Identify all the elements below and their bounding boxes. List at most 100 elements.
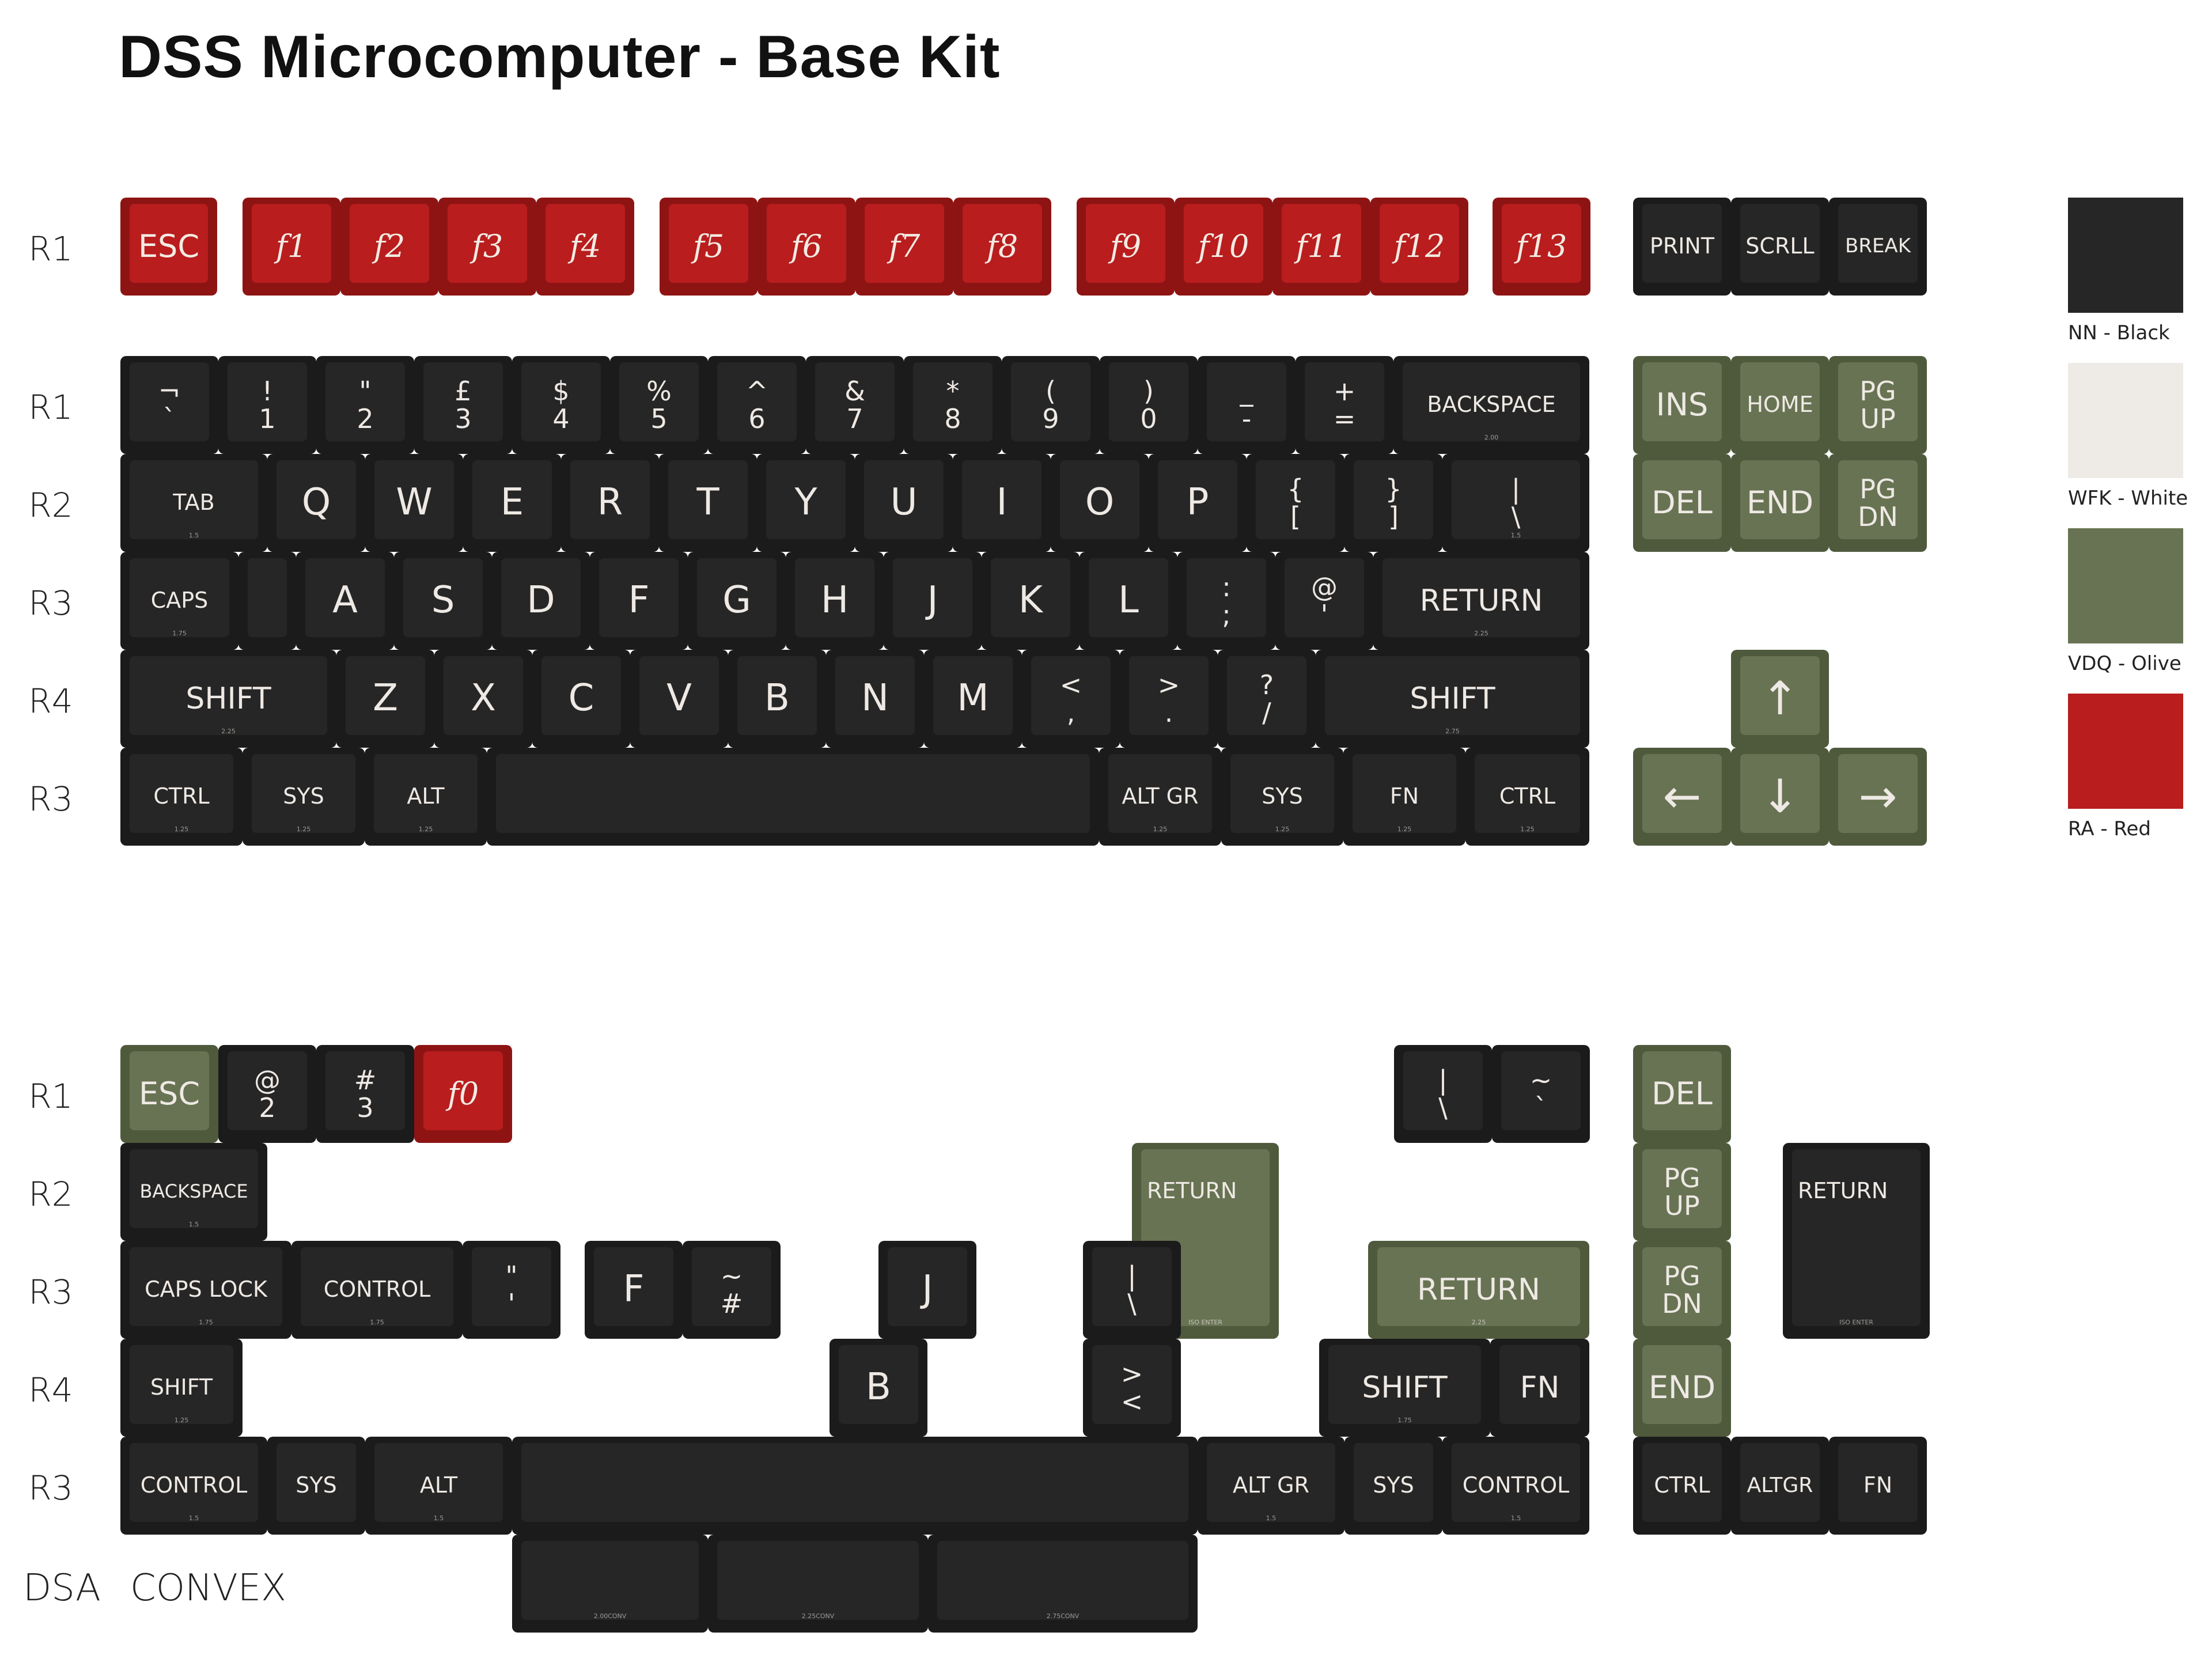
keycap-legend: >< — [1083, 1339, 1181, 1437]
legend-line: N — [861, 677, 889, 720]
legend-line: C — [568, 677, 594, 720]
keycap-f10: f10 — [1175, 198, 1272, 296]
legend-line: { — [1287, 473, 1304, 505]
legend-line: ; — [1222, 599, 1231, 630]
legend-line: > — [1120, 1358, 1143, 1389]
keycap-r: R — [561, 454, 659, 552]
legend-line: CTRL — [153, 783, 210, 809]
keycap-top — [1285, 558, 1364, 637]
keycap-top — [423, 1051, 503, 1130]
keycap-5: %5 — [610, 356, 708, 454]
legend-line: ESC — [138, 228, 200, 264]
keycap-top — [1060, 460, 1139, 539]
legend-line: O — [1085, 481, 1115, 524]
keycap-legend: FN — [1829, 1437, 1927, 1535]
keycap-top — [1838, 362, 1918, 441]
profile-label: DSA — [23, 1567, 101, 1610]
keycap-blank: 2.75CONV — [928, 1535, 1198, 1633]
keycap-d: D — [492, 552, 590, 650]
legend-line: ~ — [720, 1260, 743, 1292]
keycap-altgr: ALTGR — [1731, 1437, 1829, 1535]
keycap-legend: P — [1149, 454, 1247, 552]
keycap-top — [1642, 1443, 1722, 1522]
keycap-9: (9 — [1002, 356, 1100, 454]
legend-line: . — [1164, 697, 1173, 728]
keycap-ctrl: CTRL — [1633, 1437, 1731, 1535]
keycap-top — [130, 362, 209, 441]
keycap-legend: RETURN — [1783, 1143, 1930, 1339]
keycap-legend: ↓ — [1731, 748, 1829, 846]
legend-line: , — [1066, 697, 1075, 728]
keycap-top — [639, 656, 719, 735]
keycap-legend: f3 — [438, 198, 536, 296]
keycap-top — [541, 656, 621, 735]
keycap-symbol: >. — [1120, 650, 1218, 748]
legend-line: RETURN — [1147, 1178, 1237, 1203]
keycap-legend — [512, 1437, 1198, 1535]
legend-line: S — [431, 579, 455, 622]
keycap-i: I — [953, 454, 1051, 552]
keycap-legend: "2 — [316, 356, 414, 454]
legend-line: RETURN — [1417, 1272, 1540, 1307]
keycap-top — [130, 1345, 233, 1424]
keycap-x: X — [434, 650, 532, 748]
keycap-legend: f9 — [1077, 198, 1175, 296]
legend-line: PG — [1859, 375, 1896, 407]
keycap-top — [697, 558, 777, 637]
legend-line: CAPS — [150, 588, 209, 614]
keycap-j: J — [878, 1241, 976, 1339]
keycap-legend: |\ — [1083, 1241, 1181, 1339]
legend-line: DEL — [1652, 484, 1713, 521]
keycap-top — [472, 1247, 551, 1326]
keycap-size-note: 1.5 — [433, 1514, 444, 1522]
swatch-label: NN - Black — [2068, 321, 2170, 344]
legend-line: END — [1746, 484, 1814, 521]
legend-line: BREAK — [1845, 234, 1911, 258]
keycap-c: C — [532, 650, 630, 748]
keycap-legend: _- — [1198, 356, 1296, 454]
legend-line: } — [1385, 473, 1402, 505]
legend-line: f4 — [569, 228, 601, 264]
keycap-y: Y — [757, 454, 855, 552]
legend-line: CONTROL — [323, 1277, 431, 1302]
legend-line: DEL — [1652, 1075, 1713, 1112]
legend-line: SYS — [283, 783, 324, 809]
legend-line: R — [597, 481, 623, 524]
keycap-top — [933, 656, 1013, 735]
legend-line: B — [764, 677, 790, 720]
legend-line: " — [359, 375, 372, 407]
keycap-legend: ESC — [120, 1045, 218, 1143]
legend-line: F — [623, 1268, 645, 1311]
keycap-legend: f2 — [340, 198, 438, 296]
keycap-size-note: 1.5 — [1266, 1514, 1277, 1522]
keycap-top — [864, 460, 944, 539]
legend-line: 2 — [357, 403, 374, 434]
row-label: R1 — [28, 388, 73, 427]
keycap-a: A — [296, 552, 394, 650]
legend-line: SHIFT — [1410, 681, 1495, 716]
keycap-top — [1740, 656, 1820, 735]
legend-line: _ — [1240, 375, 1253, 407]
legend-line: ESC — [138, 1075, 200, 1112]
keycap-size-note: 1.5 — [188, 1221, 199, 1228]
keycap-size-note: 2.75 — [1445, 728, 1460, 735]
keycap-top — [963, 204, 1042, 283]
legend-line: ¬ — [158, 375, 181, 407]
keycap-legend: += — [1296, 356, 1393, 454]
keycap-ins: INS — [1633, 356, 1731, 454]
keycap-h: H — [786, 552, 884, 650]
legend-line: CAPS LOCK — [145, 1277, 267, 1302]
keycap-legend: ALT GR — [1198, 1437, 1344, 1535]
legend-line: 6 — [748, 403, 766, 434]
keycap-top — [346, 656, 425, 735]
legend-line: f13 — [1516, 228, 1567, 264]
keycap-top — [1642, 460, 1722, 539]
keycap-t: T — [659, 454, 757, 552]
keycap-top — [1642, 1051, 1722, 1130]
swatch-olive — [2068, 528, 2183, 643]
keycap-legend: RETURN — [1368, 1241, 1589, 1339]
